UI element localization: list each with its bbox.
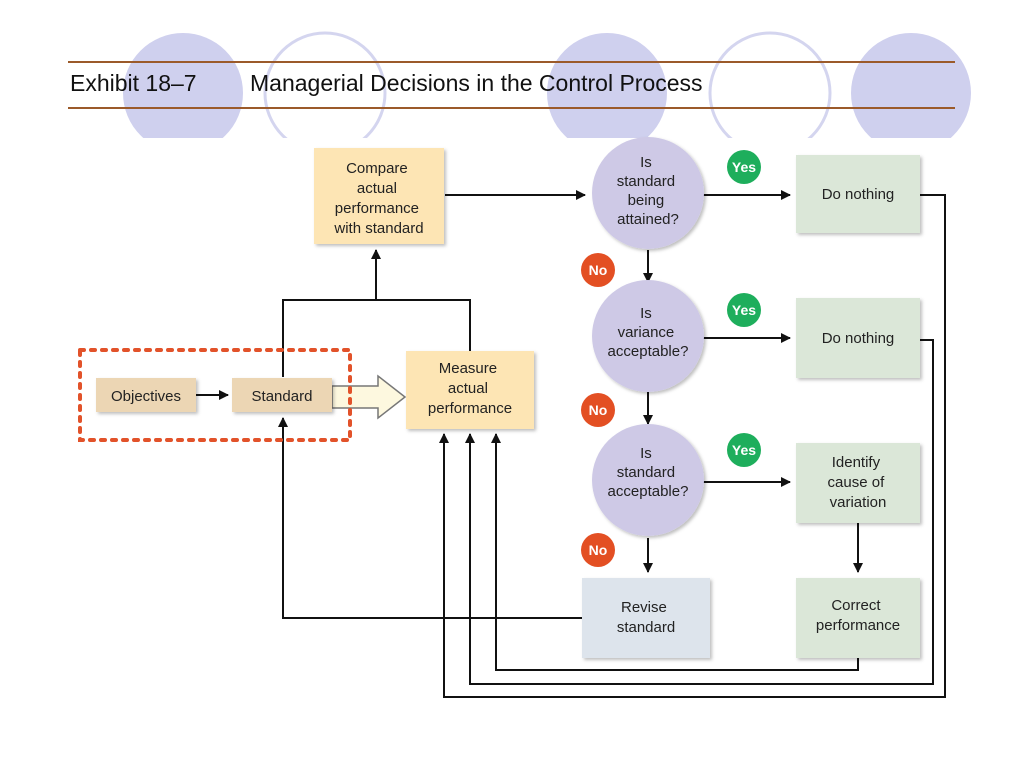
decision-2-line: acceptable? xyxy=(608,343,689,360)
line-standard-up xyxy=(282,299,376,377)
yes-badge-label: Yes xyxy=(732,159,756,175)
deco-circle-outline xyxy=(708,31,832,138)
node-identify-line: cause of xyxy=(828,474,886,491)
deco-circle-filled xyxy=(851,33,971,138)
node-standard: Standard xyxy=(232,378,332,412)
node-correct-performance: Correct performance xyxy=(796,578,920,658)
deco-circle-filled xyxy=(123,33,243,138)
node-identify-cause: Identify cause of variation xyxy=(796,443,920,523)
node-compare-line: Compare xyxy=(346,160,408,177)
yes-badge-label: Yes xyxy=(732,442,756,458)
node-revise-standard: Revise standard xyxy=(582,578,710,658)
decision-3-line: acceptable? xyxy=(608,483,689,500)
deco-circle-filled xyxy=(547,33,667,138)
node-measure-line: performance xyxy=(428,400,512,417)
decision-2-line: Is xyxy=(640,305,652,322)
decision-3-line: Is xyxy=(640,445,652,462)
connectors xyxy=(196,190,946,698)
node-identify-line: Identify xyxy=(832,454,881,471)
no-badge: No xyxy=(581,253,615,287)
decision-1-line: Is xyxy=(640,154,652,171)
node-compare: Compare actual performance with standard xyxy=(314,148,444,244)
svg-text:Measure actual per: Measure actual performance xyxy=(428,360,512,417)
node-compare-line: actual xyxy=(357,180,397,197)
decision-standard-attained: Is standard being attained? xyxy=(592,137,704,249)
node-correct-line: performance xyxy=(816,617,900,634)
loop-revise-standard xyxy=(278,417,582,619)
node-compare-line: with standard xyxy=(333,220,423,237)
node-do-nothing-2-label: Do nothing xyxy=(822,330,895,347)
node-measure-line: Measure xyxy=(439,360,497,377)
node-standard-label: Standard xyxy=(252,388,313,405)
decision-2-line: variance xyxy=(618,324,675,341)
node-revise-line: Revise xyxy=(621,599,667,616)
yes-badge: Yes xyxy=(727,150,761,184)
decision-standard-acceptable: Is standard acceptable? xyxy=(592,424,704,536)
yes-badge-label: Yes xyxy=(732,302,756,318)
node-revise-line: standard xyxy=(617,619,675,636)
decision-variance-acceptable: Is variance acceptable? xyxy=(592,280,704,392)
yes-badge: Yes xyxy=(727,433,761,467)
node-compare-line: performance xyxy=(335,200,419,217)
node-identify-line: variation xyxy=(830,494,887,511)
no-badge-label: No xyxy=(589,262,608,278)
no-badge: No xyxy=(581,393,615,427)
deco-circle-outline xyxy=(263,31,387,138)
node-objectives-label: Objectives xyxy=(111,388,181,405)
svg-text:Is standard being: Is standard being attained? xyxy=(617,154,680,228)
no-badge: No xyxy=(581,533,615,567)
loop-donothing2-measure xyxy=(465,339,934,685)
decision-1-line: standard xyxy=(617,173,675,190)
svg-text:Compare actual per: Compare actual performance with standard xyxy=(333,160,423,237)
line-measure-up xyxy=(376,299,471,351)
svg-text:Revise standard: Revise standard xyxy=(617,599,675,636)
decision-1-line: being xyxy=(628,192,665,209)
no-badge-label: No xyxy=(589,542,608,558)
no-badge-label: No xyxy=(589,402,608,418)
node-objectives: Objectives xyxy=(96,378,196,412)
svg-text:Is variance accept: Is variance acceptable? xyxy=(608,305,689,360)
node-measure-line: actual xyxy=(448,380,488,397)
loop-donothing1-measure xyxy=(439,194,946,698)
header-decoration xyxy=(68,31,971,138)
loop-correct-measure xyxy=(491,433,859,671)
objectives-standard-boundary xyxy=(78,348,352,442)
svg-text:Is standard accept: Is standard acceptable? xyxy=(608,445,689,500)
svg-text:Correct performance: Correct performance xyxy=(816,597,900,634)
svg-text:Identify cause of: Identify cause of variation xyxy=(828,454,889,511)
node-measure: Measure actual performance xyxy=(406,351,534,429)
exhibit-title: Managerial Decisions in the Control Proc… xyxy=(250,70,703,96)
decision-1-line: attained? xyxy=(617,211,679,228)
exhibit-label: Exhibit 18–7 xyxy=(70,70,197,96)
node-do-nothing-1-label: Do nothing xyxy=(822,186,895,203)
node-do-nothing-2: Do nothing xyxy=(796,298,920,378)
decision-3-line: standard xyxy=(617,464,675,481)
yes-badge: Yes xyxy=(727,293,761,327)
hollow-arrow-standard-measure xyxy=(331,374,407,420)
node-do-nothing-1: Do nothing xyxy=(796,155,920,233)
node-correct-line: Correct xyxy=(831,597,881,614)
